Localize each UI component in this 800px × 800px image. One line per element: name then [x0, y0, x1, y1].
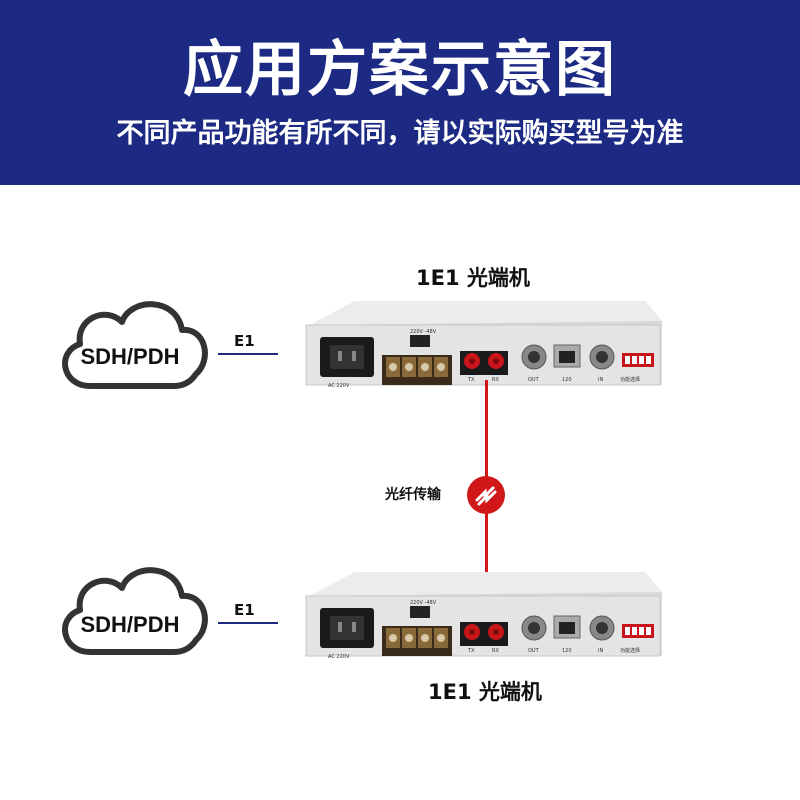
- bottom-e1-label: E1: [234, 601, 255, 619]
- dip-switch-icon: [622, 353, 654, 367]
- power-socket-icon: [320, 337, 374, 377]
- svg-text:120: 120: [562, 377, 572, 383]
- svg-text:TX: TX: [467, 648, 475, 654]
- svg-text:RX: RX: [492, 648, 499, 654]
- page-subtitle: 不同产品功能有所不同，请以实际购买型号为准: [116, 118, 684, 149]
- fiber-port-icon: [460, 622, 508, 646]
- svg-text:120: 120: [562, 648, 572, 654]
- rj45-port-icon: [553, 344, 581, 368]
- top-device-label: 1E1 光端机: [416, 266, 530, 290]
- bnc-in-icon: [589, 615, 615, 641]
- fiber-port-icon: [460, 351, 508, 375]
- top-cloud-label: SDH/PDH: [80, 344, 179, 369]
- header-banner: 应用方案示意图 不同产品功能有所不同，请以实际购买型号为准: [0, 0, 800, 185]
- power-switch-icon: [410, 606, 430, 618]
- svg-text:OUT: OUT: [528, 648, 540, 654]
- svg-text:IN: IN: [598, 377, 603, 383]
- bnc-out-icon: [521, 615, 547, 641]
- bottom-cloud-icon: SDH/PDH: [62, 567, 208, 655]
- svg-text:AC 220V: AC 220V: [328, 654, 350, 660]
- bottom-device-label: 1E1 光端机: [428, 680, 542, 704]
- svg-text:TX: TX: [467, 377, 475, 383]
- power-switch-icon: [410, 335, 430, 347]
- svg-text:功能选择: 功能选择: [620, 376, 640, 383]
- terminal-block-icon: [382, 355, 452, 385]
- svg-text:220V -48V: 220V -48V: [410, 329, 437, 335]
- top-cloud-icon: SDH/PDH: [62, 301, 208, 389]
- bottom-e1-line: [218, 622, 278, 624]
- bottom-cloud-label: SDH/PDH: [80, 612, 179, 637]
- terminal-block-icon: [382, 626, 452, 656]
- top-e1-label: E1: [234, 332, 255, 350]
- fiber-label: 光纤传输: [385, 487, 441, 503]
- svg-text:220V -48V: 220V -48V: [410, 600, 437, 606]
- rj45-port-icon: [553, 615, 581, 639]
- svg-text:AC 220V: AC 220V: [328, 383, 350, 389]
- svg-text:OUT: OUT: [528, 377, 540, 383]
- bnc-out-icon: [521, 344, 547, 370]
- bnc-in-icon: [589, 344, 615, 370]
- fiber-transmission-icon: [467, 476, 505, 514]
- bottom-device: AC 220V 220V -48V TX RX OUT 120 IN 功能选择: [305, 572, 662, 660]
- power-socket-icon: [320, 608, 374, 648]
- dip-switch-icon: [622, 624, 654, 638]
- page-title: 应用方案示意图: [183, 35, 617, 105]
- svg-text:RX: RX: [492, 377, 499, 383]
- svg-text:IN: IN: [598, 648, 603, 654]
- top-e1-line: [218, 353, 278, 355]
- top-device: AC 220V 220V -48V TX RX OUT 120 IN 功能选择: [305, 301, 662, 389]
- svg-text:功能选择: 功能选择: [620, 647, 640, 654]
